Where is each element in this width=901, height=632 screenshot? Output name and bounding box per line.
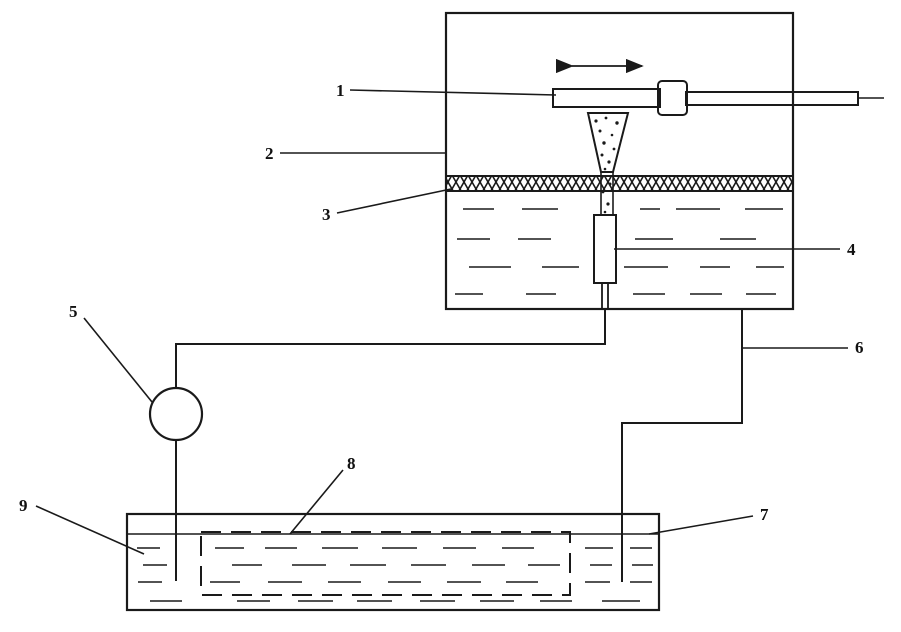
return-pipe [621,309,743,582]
leader-7 [648,515,754,535]
supply-pipe [175,309,606,581]
upper-liquid [455,208,784,295]
collector-tube [593,214,617,309]
leader-3 [336,188,452,214]
inner-coil [200,531,571,596]
spray-cone [586,112,630,215]
traversing-tube [552,80,884,116]
callout-7: 7 [760,505,769,524]
callout-3: 3 [322,205,331,224]
leader-1 [349,89,557,96]
callout-4: 4 [847,240,856,259]
leader-9 [35,505,145,555]
callout-6: 6 [855,338,864,357]
leader-8 [289,469,344,535]
callout-9: 9 [19,496,28,515]
callout-1: 1 [336,81,345,100]
bath-liquid [137,547,653,602]
callout-2: 2 [265,144,274,163]
pump [148,386,204,442]
callout-8: 8 [347,454,356,473]
mesh-layer [447,175,792,192]
upper-chamber [444,11,795,311]
leader-5 [83,317,153,403]
leader-lines [35,89,848,555]
callout-5: 5 [69,302,78,321]
